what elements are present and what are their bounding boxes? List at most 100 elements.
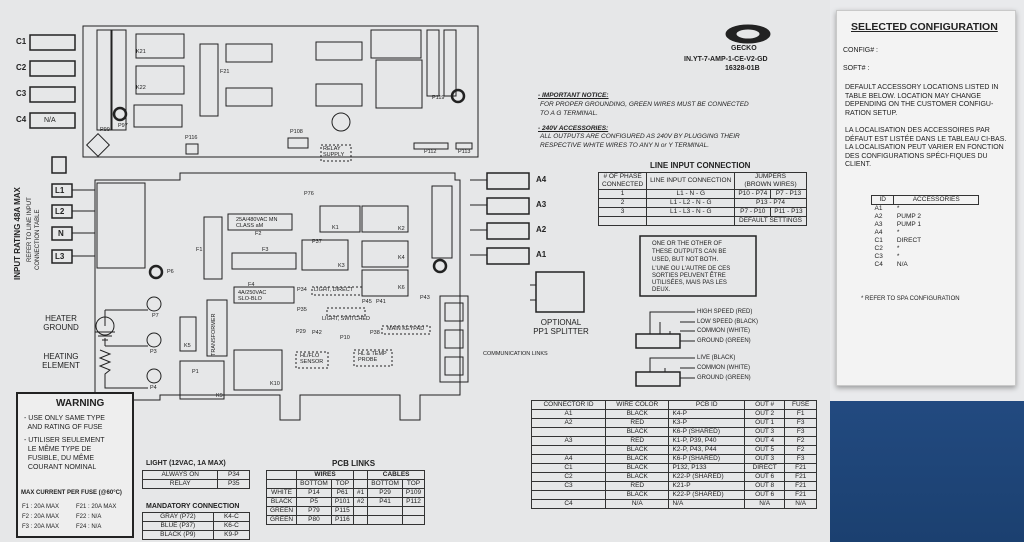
fuse-f1 xyxy=(227,213,293,231)
connector-cell: A4 xyxy=(530,454,607,464)
relay-k2 xyxy=(361,205,409,233)
mandatory-table: GRAY (P72)K4-C BLUE (P37)K6-C BLACK (P9)… xyxy=(142,512,251,540)
connector-cell xyxy=(530,490,607,500)
accessory-cell: C2 xyxy=(874,245,883,252)
connector-cell: K3-P xyxy=(668,418,745,428)
important-notice-title: - IMPORTANT NOTICE: xyxy=(538,92,609,99)
connector-table: CONNECTOR ID WIRE COLOR PCB ID OUT # FUS… xyxy=(530,400,817,509)
connector-cell: OUT 3 xyxy=(743,427,786,437)
fuse-f1-block xyxy=(203,216,223,280)
wire-ground: GROUND (GREEN) xyxy=(697,338,751,344)
connector-cell: RED xyxy=(605,481,670,491)
fuse-f3 xyxy=(231,252,297,270)
connector-c4-label: C4 xyxy=(16,115,27,124)
accessories-notice-line2: RESPECTIVE WHITE WIRES TO ANY N or Y TER… xyxy=(540,142,710,149)
mandatory-cell: BLUE (P37) xyxy=(142,521,214,531)
connector-header: OUT # xyxy=(743,400,786,410)
accessory-cell: A1 xyxy=(874,205,883,212)
accessory-row: C2 * xyxy=(872,245,979,253)
label-p45: P45 xyxy=(362,299,372,305)
connector-cell: C4 xyxy=(530,499,607,509)
label-p34: P34 xyxy=(297,287,307,293)
label-p119: P119 xyxy=(432,95,445,101)
terminal-l2: L2 xyxy=(55,207,65,216)
acc-header: ACCESSORIES xyxy=(893,195,979,205)
line-input-default: DEFAULT SETTINGS xyxy=(734,216,807,226)
splitter-label: OPTIONAL PP1 SPLITTER xyxy=(533,318,589,336)
component xyxy=(319,205,361,233)
connector-c2-label: C2 xyxy=(16,63,27,72)
connector-cell: F2 xyxy=(784,436,817,446)
fuse-f22: F22 : N/A xyxy=(76,514,102,520)
label-p37: P37 xyxy=(312,239,322,245)
p116 xyxy=(185,143,199,155)
line-terminal-block xyxy=(96,182,146,269)
relay-supply xyxy=(320,144,352,162)
connector-cell: OUT 4 xyxy=(743,436,786,446)
label-k3: K3 xyxy=(338,263,345,269)
fuse-f21 xyxy=(199,43,219,117)
connector-cell: F3 xyxy=(784,427,817,437)
accessory-cell: A4 xyxy=(874,229,883,236)
connector-header: CONNECTOR ID xyxy=(530,400,607,410)
mandatory-cell: GRAY (P72) xyxy=(142,512,214,522)
pcb-sub: TOP xyxy=(330,479,355,489)
light-cell: P34 xyxy=(217,470,250,480)
pcb-cell: #2 xyxy=(352,497,369,507)
component xyxy=(225,87,273,107)
connector-cell: OUT 6 xyxy=(743,472,786,482)
label-communication-links: COMMUNICATION LINKS xyxy=(483,351,548,357)
connector-cell: C3 xyxy=(530,481,607,491)
relay-k22 xyxy=(135,65,185,95)
fuse-f21: F21 : 20A MAX xyxy=(76,504,117,510)
main-keypad xyxy=(381,325,431,335)
pcb-cell: #1 xyxy=(352,488,369,498)
accessories-notice-line1: ALL OUTPUTS ARE CONFIGURED AS 240V BY PL… xyxy=(540,133,740,140)
pcb-cell: P109 xyxy=(401,488,426,498)
pcb-cell: P115 xyxy=(330,506,355,516)
line-input-cell: 1 xyxy=(597,189,648,199)
main-board-outline xyxy=(94,172,461,421)
connector-cell: BLACK xyxy=(605,463,670,473)
connector-cell: F21 xyxy=(784,481,817,491)
accessory-cell: PUMP 2 xyxy=(896,213,922,220)
relay-block xyxy=(375,59,423,109)
connector-cell: K4-P xyxy=(668,409,745,419)
light-table-title: LIGHT (12VAC, 1A MAX) xyxy=(146,460,226,467)
light-switched xyxy=(326,307,366,317)
label-k21: K21 xyxy=(136,49,146,55)
line-input-header-jumpers: JUMPERS (BROWN WIRES) xyxy=(734,172,807,190)
light-cell: P35 xyxy=(217,479,250,489)
label-main-keypad: MAIN KEYPAD xyxy=(387,326,425,332)
accessory-cell: A2 xyxy=(874,213,883,220)
label-fuse-4a: 4A/250VAC SLO-BLO xyxy=(238,290,267,302)
one-or-other-en: ONE OR THE OTHER OF THESE OUTPUTS CAN BE… xyxy=(652,241,727,263)
label-p42: P42 xyxy=(312,330,322,336)
mandatory-cell: K9-P xyxy=(212,530,251,540)
pcb-cell: P14 xyxy=(296,488,332,498)
accessory-port-a4: A4 xyxy=(536,175,547,184)
terminal-n xyxy=(431,185,453,259)
selected-config-title: SELECTED CONFIGURATION xyxy=(851,21,998,33)
label-p113: P113 xyxy=(458,149,471,155)
label-transformer: TRANSFORMER xyxy=(211,313,217,356)
accessory-cell: * xyxy=(896,245,900,252)
accessories-notice-title: - 240V ACCESSORIES: xyxy=(538,125,609,132)
pcb-cell: P79 xyxy=(296,506,332,516)
config-fr-text: LA LOCALISATION DES ACCESSOIRES PAR DÉFA… xyxy=(845,127,1007,168)
connector-cell: BLACK xyxy=(605,490,670,500)
line-input-cell: P11 - P13 xyxy=(770,207,807,217)
label-f3: F3 xyxy=(262,247,269,253)
config-footnote: * REFER TO SPA CONFIGURATION xyxy=(861,296,960,302)
config-number-label: CONFIG# : xyxy=(843,47,879,54)
fuse-f3: F3 : 20A MAX xyxy=(22,524,60,530)
important-notice-line2: TO A G TERMINAL. xyxy=(540,110,598,117)
light-cell: RELAY xyxy=(141,479,219,489)
